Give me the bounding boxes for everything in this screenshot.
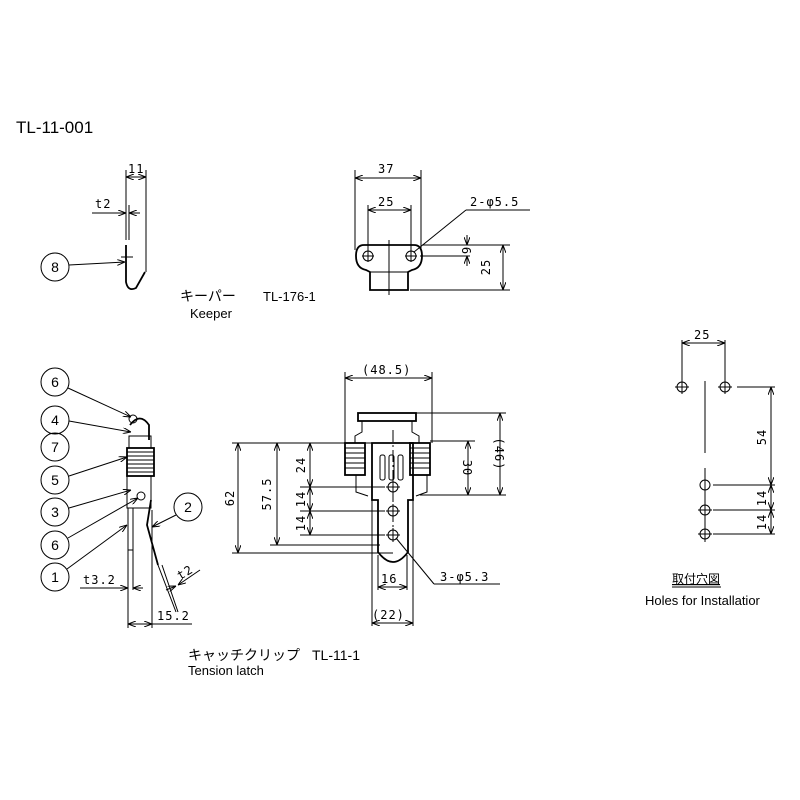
- dim-latch-t3-2: t3.2: [83, 573, 116, 587]
- balloon-3: [40, 497, 70, 527]
- latch-side-view: t3.2 15.2 t2: [80, 414, 201, 628]
- holes-title-en: Holes for Installatior: [645, 593, 761, 608]
- dim-keeper-t2: t2: [95, 197, 111, 211]
- keeper-name-jp: キーパー: [180, 288, 236, 304]
- balloon-2: [173, 492, 203, 522]
- dim-latch-16: 16: [381, 572, 397, 586]
- dim-keeper-37: 37: [378, 162, 394, 176]
- keeper-part-no: TL-176-1: [263, 289, 316, 304]
- balloon-5: [40, 465, 70, 495]
- balloon-label: 1: [51, 569, 59, 585]
- balloon-6-bottom: [40, 530, 70, 560]
- latch-front-view: (48.5) 62 57.5 24 14 14 30 (46) 16 (22): [223, 363, 506, 626]
- dim-latch-14b: 14: [294, 515, 308, 531]
- dim-keeper-11: 11: [128, 162, 144, 176]
- balloon-label: 3: [51, 504, 59, 520]
- latch-balloons: 6 4 7 5 3 6 1 2: [40, 367, 203, 592]
- dim-latch-22: (22): [372, 608, 405, 622]
- dim-keeper-25: 25: [378, 195, 394, 209]
- latch-name-en: Tension latch: [188, 663, 264, 678]
- keeper-side-view: 11 t2 8: [40, 162, 147, 291]
- dim-latch-30: 30: [460, 460, 474, 476]
- latch-part-no: TL-11-1: [312, 647, 360, 663]
- balloon-label: 6: [51, 537, 59, 553]
- balloon-label: 7: [51, 439, 59, 455]
- balloon-8-label: 8: [51, 259, 59, 275]
- balloon-7: [40, 432, 70, 462]
- keeper-front-view: 37 25 2-φ5.5 6 25: [354, 162, 530, 295]
- dim-latch-24: 24: [294, 457, 308, 473]
- balloon-label: 4: [51, 412, 59, 428]
- balloon-1: [40, 562, 70, 592]
- dim-latch-62: 62: [223, 490, 237, 506]
- holes-title-jp: 取付穴図: [672, 571, 720, 586]
- dim-keeper-25h: 25: [479, 259, 493, 275]
- balloon-label: 2: [184, 499, 192, 515]
- balloon-label: 6: [51, 374, 59, 390]
- balloon-6-top: [40, 367, 70, 397]
- holes-view: 25 54 14 14: [675, 328, 775, 542]
- dim-keeper-6: 6: [459, 247, 473, 255]
- balloon-4: [40, 405, 70, 435]
- balloon-8: [40, 252, 70, 282]
- dim-latch-15-2: 15.2: [157, 609, 190, 623]
- keeper-name-en: Keeper: [190, 306, 233, 321]
- dim-latch-14a: 14: [294, 491, 308, 507]
- dim-latch-48-5: (48.5): [362, 363, 411, 377]
- dim-latch-t2: t2: [175, 562, 196, 582]
- dim-holes-54: 54: [755, 429, 769, 445]
- dim-holes-14a: 14: [755, 490, 769, 506]
- dim-latch-57-5: 57.5: [260, 478, 274, 511]
- dim-latch-holes: 3-φ5.3: [440, 570, 489, 584]
- dim-holes-14b: 14: [755, 514, 769, 530]
- latch-name-jp: キャッチクリップ: [188, 647, 300, 663]
- dim-holes-25: 25: [694, 328, 710, 342]
- dim-keeper-holes: 2-φ5.5: [470, 195, 519, 209]
- balloon-label: 5: [51, 472, 59, 488]
- dim-latch-46: (46): [492, 438, 506, 471]
- drawing-title: TL-11-001: [16, 118, 93, 137]
